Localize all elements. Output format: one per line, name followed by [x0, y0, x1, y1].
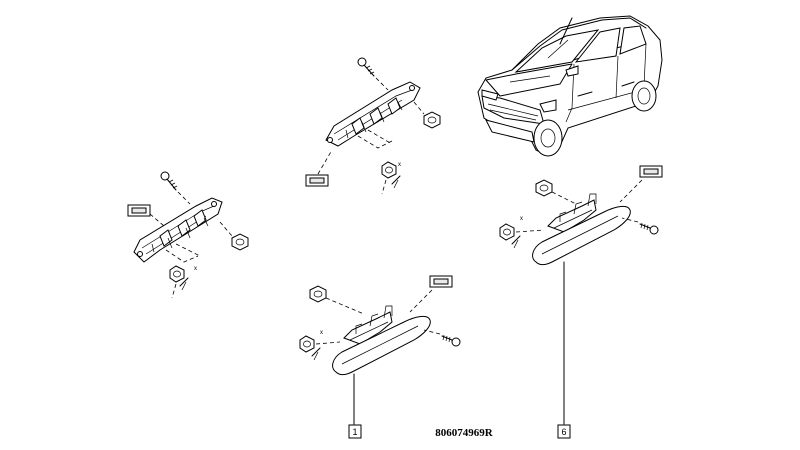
callout-1-label: 1 — [352, 427, 357, 437]
x-mark: x — [520, 216, 523, 222]
clip-nut-icon — [231, 233, 249, 251]
label-tag-icon — [305, 174, 329, 187]
label-tag-icon — [639, 165, 663, 178]
screw-icon — [639, 222, 659, 235]
hex-nut-icon — [499, 223, 515, 241]
x-mark: x — [194, 266, 197, 272]
clip-nut-icon — [423, 111, 441, 129]
hex-nut-icon — [169, 265, 185, 283]
screw-icon — [160, 171, 178, 191]
door-handle-assembly-1: x — [299, 275, 461, 425]
bracket-assembly-left: x — [127, 171, 249, 299]
reference-number: 806074969R — [435, 427, 494, 439]
label-tag-icon — [127, 204, 151, 217]
door-handle-assembly-6: x — [499, 165, 663, 425]
hex-nut-icon — [299, 335, 315, 353]
callout-6-label: 6 — [561, 427, 566, 437]
screw-icon — [357, 57, 375, 77]
label-tag-icon — [429, 275, 453, 288]
callout-6[interactable]: 6 — [557, 424, 571, 439]
bracket-assembly-top: x — [305, 57, 441, 195]
vehicle-illustration — [477, 15, 663, 157]
hex-nut-icon — [381, 161, 397, 179]
screw-icon — [441, 334, 461, 347]
callout-1[interactable]: 1 — [348, 424, 362, 439]
clip-icon — [535, 179, 553, 197]
x-mark: x — [398, 162, 401, 168]
clip-icon — [309, 285, 327, 303]
x-mark: x — [320, 330, 323, 336]
